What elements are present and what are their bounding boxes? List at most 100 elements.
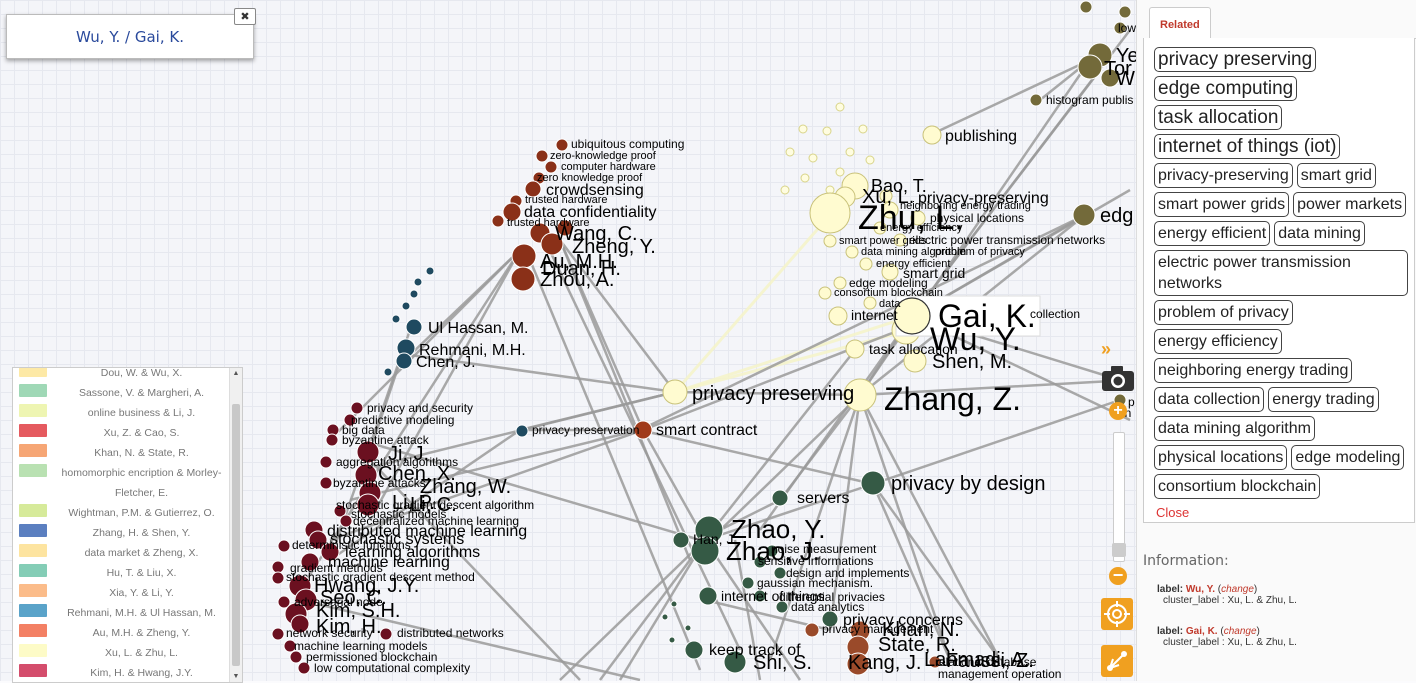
related-tag[interactable]: electric power transmission networks	[1154, 250, 1408, 296]
legend-item[interactable]: Xia, Y. & Li, Y.	[13, 583, 242, 603]
node-label[interactable]: privacy management	[822, 622, 934, 636]
node-label[interactable]: distributed machine learning	[327, 523, 527, 540]
zoom-in-button[interactable]: +	[1109, 402, 1127, 420]
node-label[interactable]: Li, C.	[410, 494, 457, 516]
node-label[interactable]: Lahmadi, A.	[924, 649, 1030, 671]
node-label[interactable]: learning algorithms	[345, 544, 480, 561]
node-label[interactable]: edge modeling	[849, 276, 928, 290]
related-tag[interactable]: task allocation	[1154, 105, 1283, 130]
node-circle[interactable]	[684, 624, 692, 632]
info-node-name[interactable]: Gai, K.	[1185, 626, 1218, 637]
legend-item[interactable]: Wightman, P.M. & Gutierrez, O.	[13, 503, 242, 523]
node-circle[interactable]	[785, 147, 795, 157]
node-label[interactable]: stochastic systems	[330, 531, 464, 548]
node-circle[interactable]	[511, 243, 537, 269]
node-label[interactable]: keep track of	[709, 642, 801, 659]
node-label[interactable]: histogram publis	[1046, 93, 1133, 107]
node-circle[interactable]	[771, 489, 789, 507]
node-label[interactable]: Kim, S.H.	[316, 600, 400, 622]
node-label[interactable]: Ji, J.	[388, 443, 429, 465]
node-label[interactable]: ubiquitous computing	[571, 137, 684, 151]
node-circle[interactable]	[320, 542, 340, 562]
share-graph-icon[interactable]	[1101, 645, 1133, 677]
node-circle[interactable]	[859, 257, 873, 271]
node-circle[interactable]	[343, 413, 357, 427]
node-circle[interactable]	[741, 576, 755, 590]
legend-item[interactable]: Rehmani, M.H. & Ul Hassan, M.	[13, 603, 242, 623]
node-label[interactable]: machine learning	[328, 554, 450, 571]
node-circle[interactable]	[319, 476, 333, 490]
selected-node-circle[interactable]	[893, 297, 931, 335]
node-circle[interactable]	[833, 276, 847, 290]
node-label[interactable]: privacy concerns	[843, 612, 963, 629]
node-circle[interactable]	[1079, 0, 1093, 14]
node-label[interactable]: edg	[1100, 205, 1133, 227]
node-label[interactable]: byzantine attack	[342, 433, 430, 447]
node-label[interactable]: predictive modeling	[351, 413, 454, 427]
node-label[interactable]: zero-knowledge proof	[550, 150, 657, 162]
node-circle[interactable]	[846, 652, 870, 676]
node-label[interactable]: smart power grids	[839, 235, 927, 247]
node-circle[interactable]	[809, 192, 851, 234]
legend-scrollbar[interactable]: ▲ ▼	[229, 368, 242, 682]
legend-item[interactable]: Sassone, V. & Margheri, A.	[13, 383, 242, 403]
node-label[interactable]: energy efficiency	[880, 222, 963, 234]
node-circle[interactable]	[928, 655, 942, 669]
node-label[interactable]: Zhu, L.	[858, 199, 964, 237]
node-label[interactable]: design and implements	[786, 566, 909, 580]
node-label[interactable]: machine learning models	[294, 639, 427, 653]
node-circle[interactable]	[879, 189, 893, 203]
node-circle[interactable]	[670, 600, 678, 608]
node-label[interactable]: Faussi, Z.	[946, 650, 1034, 672]
node-circle[interactable]	[804, 622, 820, 638]
node-label[interactable]: deterministic functions	[292, 538, 411, 552]
node-label[interactable]: Zhao, Y.	[731, 514, 825, 544]
node-circle[interactable]	[808, 153, 818, 163]
node-circle[interactable]	[319, 455, 333, 469]
node-label[interactable]: publishing	[945, 128, 1017, 145]
node-circle[interactable]	[491, 214, 505, 228]
node-circle[interactable]	[339, 514, 353, 528]
node-label[interactable]: Duan, H.	[542, 258, 621, 280]
node-circle[interactable]	[271, 571, 285, 585]
node-label[interactable]: decentralized machine learning	[353, 514, 519, 528]
node-label[interactable]: Khan, N.	[882, 619, 960, 641]
change-label-link[interactable]: change	[1221, 584, 1254, 595]
node-circle[interactable]	[690, 536, 720, 566]
related-tag[interactable]: privacy preserving	[1154, 47, 1317, 72]
node-circle[interactable]	[325, 433, 339, 447]
legend-item[interactable]: Au, M.H. & Zheng, Y.	[13, 623, 242, 643]
node-circle[interactable]	[409, 289, 419, 299]
node-circle[interactable]	[1100, 68, 1120, 88]
node-label[interactable]: stochastic gradient descent method	[286, 570, 475, 584]
related-tag[interactable]: edge computing	[1154, 76, 1298, 101]
node-circle[interactable]	[413, 277, 423, 287]
node-label[interactable]: p	[1128, 395, 1135, 409]
node-circle[interactable]	[828, 306, 848, 326]
node-label[interactable]: stochastic gradient descent algorithm	[336, 498, 534, 512]
legend-item[interactable]: Kim, H. & Hwang, J.Y.	[13, 663, 242, 682]
node-label[interactable]: trusted hardware	[507, 217, 590, 229]
node-circle[interactable]	[765, 544, 779, 558]
node-label[interactable]: low computational complexity	[314, 661, 470, 675]
node-label[interactable]: low	[1118, 21, 1136, 35]
node-circle[interactable]	[383, 367, 393, 377]
node-circle[interactable]	[297, 661, 311, 675]
related-tag[interactable]: problem of privacy	[1154, 300, 1293, 325]
node-label[interactable]: Zheng, Y.	[572, 236, 656, 258]
node-circle[interactable]	[633, 420, 653, 440]
node-circle[interactable]	[773, 566, 787, 580]
node-label[interactable]: data confidentiality	[524, 204, 657, 221]
selected-node-right[interactable]: Gai, K.	[134, 27, 184, 46]
node-label[interactable]: data mining algorithm	[861, 246, 966, 258]
node-label[interactable]: problem of privacy	[935, 246, 1025, 258]
related-tag[interactable]: edge modeling	[1291, 445, 1405, 470]
node-circle[interactable]	[800, 173, 810, 183]
camera-icon[interactable]	[1101, 364, 1135, 397]
node-label[interactable]: consortium blockchain	[834, 287, 943, 299]
node-circle[interactable]	[845, 339, 865, 359]
node-circle[interactable]	[835, 102, 845, 112]
node-label[interactable]: stochastic models	[351, 507, 446, 521]
node-label[interactable]: data	[879, 298, 901, 310]
